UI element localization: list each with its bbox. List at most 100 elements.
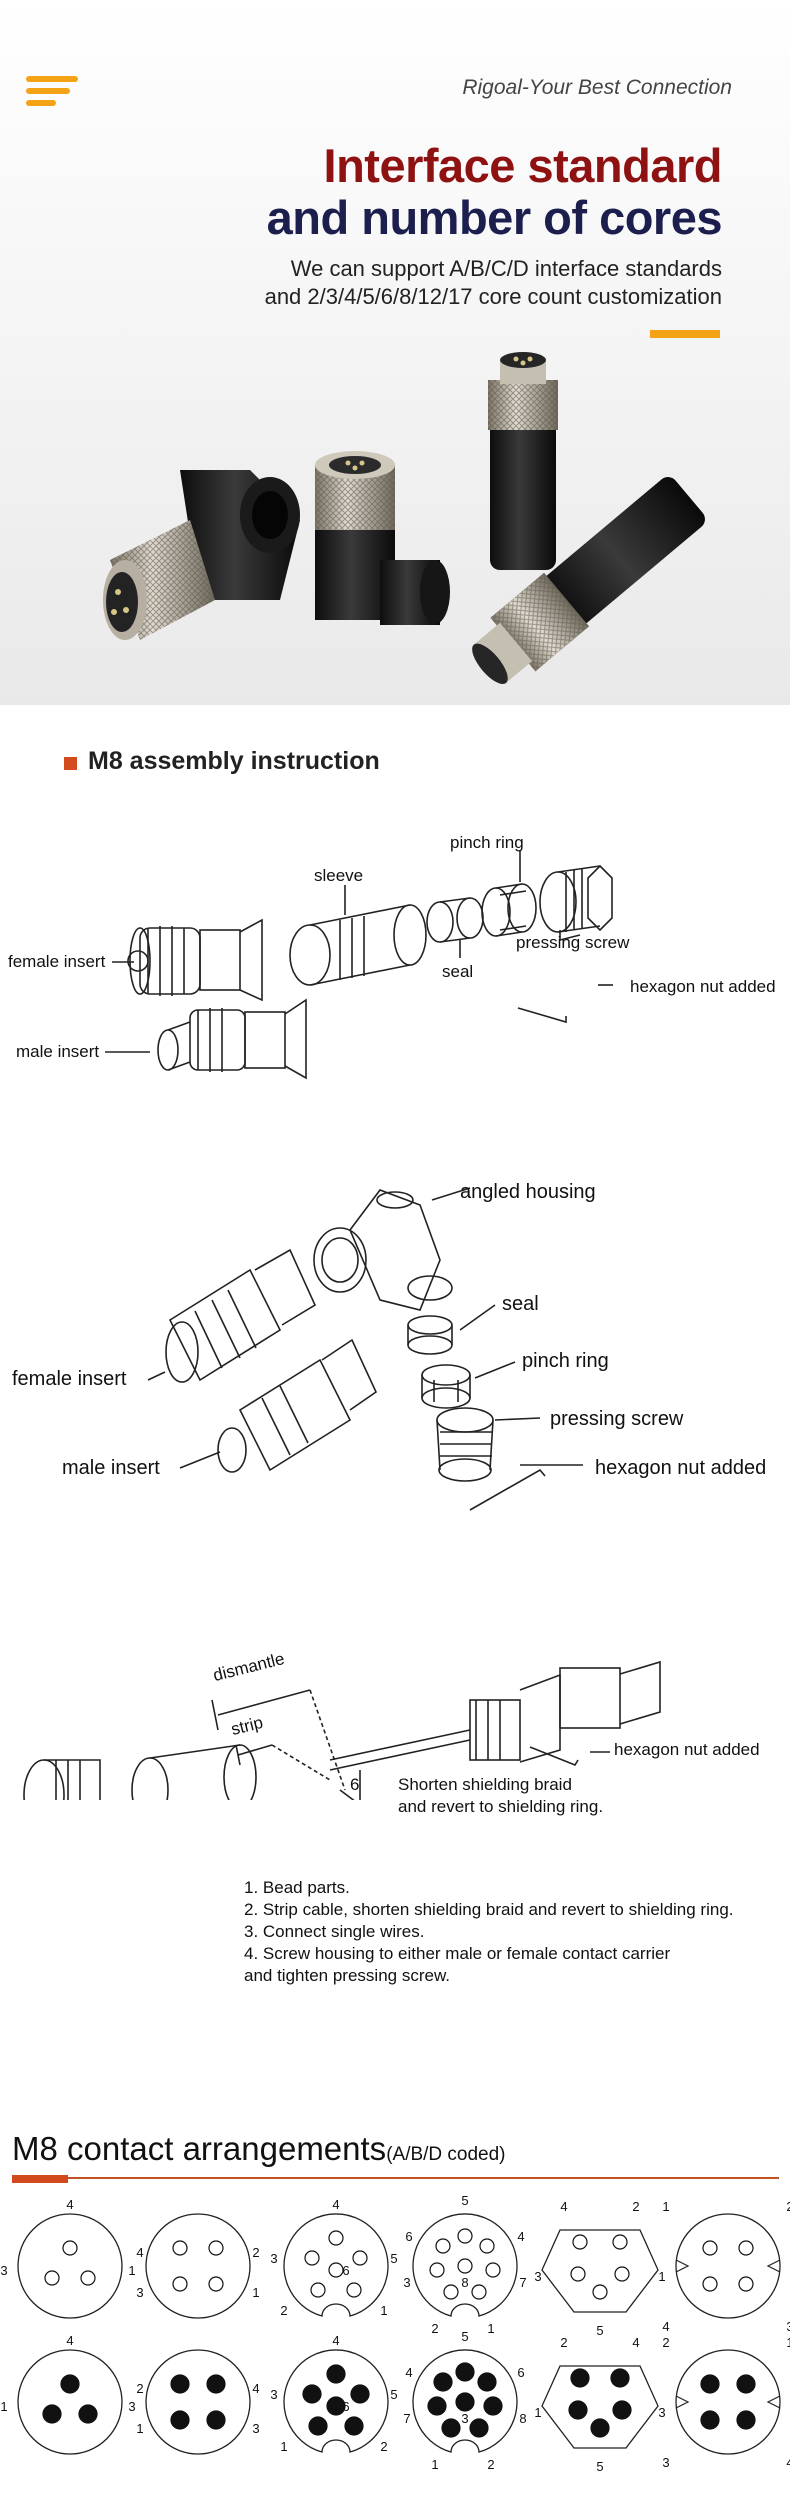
male-pin [700, 2410, 720, 2430]
pin-number-label: 1 [128, 2263, 135, 2278]
contact-face-outline [17, 2349, 123, 2455]
male-pin [60, 2374, 80, 2394]
male-pin [206, 2410, 226, 2430]
section-title-assembly: M8 assembly instruction [64, 747, 380, 776]
male-pin [469, 2418, 489, 2438]
assembly-steps: 1. Bead parts. 2. Strip cable, shorten s… [244, 1877, 734, 1987]
male-pin [170, 2374, 190, 2394]
female-insert-drawing-3 [23, 1759, 101, 1800]
contacts-divider [12, 2177, 779, 2179]
female-pin-socket [304, 2250, 320, 2266]
label-note-line2: and revert to shielding ring. [398, 1797, 604, 1816]
accent-bar [650, 330, 720, 338]
male-pin [427, 2396, 447, 2416]
female-pin-socket [328, 2230, 344, 2246]
pin-number-label: 6 [342, 2399, 349, 2414]
pin-number-label: 8 [461, 2275, 468, 2290]
label-female-insert: female insert [8, 952, 106, 971]
label-male-insert: male insert [16, 1042, 100, 1061]
subtitle-line2: and 2/3/4/5/6/8/12/17 core count customi… [264, 284, 722, 309]
pin-number-label: 7 [519, 2275, 526, 2290]
male-pin [483, 2396, 503, 2416]
product-photo [103, 352, 705, 685]
contact-face-outline [283, 2213, 389, 2317]
exploded-cable-assembly-drawing [329, 1660, 661, 1771]
female-insert-drawing [127, 918, 263, 1002]
label-hexagon-nut-2: hexagon nut added [595, 1457, 767, 1479]
pin-number-label: 6 [405, 2229, 412, 2244]
contact-face-outline [17, 2213, 123, 2319]
female-pin-socket [346, 2282, 362, 2298]
label-hexagon-nut-3: hexagon nut added [614, 1740, 760, 1759]
pin-number-label: 4 [332, 2197, 339, 2212]
label-pinch-ring-2: pinch ring [522, 1350, 609, 1372]
female-pin-socket [208, 2240, 224, 2256]
pin-number-label: 2 [252, 2245, 259, 2260]
pin-number-label: 5 [596, 2459, 603, 2474]
step-item: 3. Connect single wires. [244, 1922, 425, 1941]
tagline: Rigoal-Your Best Connection [462, 76, 732, 99]
straight-male-connector-image [488, 352, 558, 570]
coding-key [766, 2395, 781, 2409]
pin-number-label: 4 [517, 2229, 524, 2244]
female-pin-socket [592, 2284, 608, 2300]
female-insert-drawing-2 [165, 1248, 317, 1383]
male-pin [736, 2374, 756, 2394]
pinch-ring-drawing [481, 883, 537, 937]
female-pin-socket [738, 2240, 754, 2256]
female-pin-socket [485, 2262, 501, 2278]
male-pin [78, 2404, 98, 2424]
pin-number-label: 1 [136, 2421, 143, 2436]
contact-face-outline [412, 2213, 518, 2317]
pin-number-label: 1 [431, 2457, 438, 2472]
step-item: 1. Bead parts. [244, 1878, 350, 1897]
pin-number-label: 3 [534, 2269, 541, 2284]
pin-number-label: 4 [332, 2333, 339, 2348]
pin-number-label: 3 [270, 2251, 277, 2266]
label-seal-2: seal [502, 1293, 539, 1315]
step-item: 2. Strip cable, shorten shielding braid … [244, 1900, 734, 1919]
coding-key [766, 2259, 781, 2273]
contacts-title-suffix: (A/B/D coded) [386, 2144, 506, 2165]
male-pin [302, 2384, 322, 2404]
pin-number-label: 3 [252, 2421, 259, 2436]
pin-number-label: 3 [786, 2319, 790, 2334]
male-pin [433, 2372, 453, 2392]
female-pin-socket [429, 2262, 445, 2278]
pin-number-label: 2 [487, 2457, 494, 2472]
step-item: 4. Screw housing to either male or femal… [244, 1944, 671, 1963]
coding-key [675, 2395, 690, 2409]
male-pin [308, 2416, 328, 2436]
female-pin-socket [479, 2238, 495, 2254]
male-pin [455, 2362, 475, 2382]
contact-face-outline [675, 2349, 781, 2455]
male-pin [350, 2384, 370, 2404]
pin-number-label: 4 [662, 2319, 669, 2334]
female-pin-socket [328, 2262, 344, 2278]
contact-face-outline [541, 2365, 659, 2449]
pin-number-label: 1 [658, 2269, 665, 2284]
female-pin-socket [570, 2266, 586, 2282]
pin-number-label: 4 [66, 2333, 73, 2348]
label-pinch-ring: pinch ring [450, 833, 524, 852]
menu-icon[interactable] [26, 76, 78, 106]
dismantle-dimension [211, 1689, 311, 1731]
pin-number-label: 3 [136, 2285, 143, 2300]
pin-number-label: 2 [280, 2303, 287, 2318]
female-pin-socket [352, 2250, 368, 2266]
contact-face-outline [145, 2349, 251, 2455]
male-pin [700, 2374, 720, 2394]
male-pin [610, 2368, 630, 2388]
contacts-title-text: M8 contact arrangements [12, 2130, 387, 2167]
male-pin [206, 2374, 226, 2394]
pin-number-label: 5 [461, 2193, 468, 2208]
pin-number-label: 1 [380, 2303, 387, 2318]
pin-number-label: 2 [431, 2321, 438, 2336]
contact-face-outline [412, 2349, 518, 2453]
pin-number-label: 1 [0, 2399, 7, 2414]
female-pin-socket [702, 2276, 718, 2292]
pin-number-label: 4 [136, 2245, 143, 2260]
pin-number-label: 4 [405, 2365, 412, 2380]
straight-lying-connector-image [472, 477, 705, 685]
